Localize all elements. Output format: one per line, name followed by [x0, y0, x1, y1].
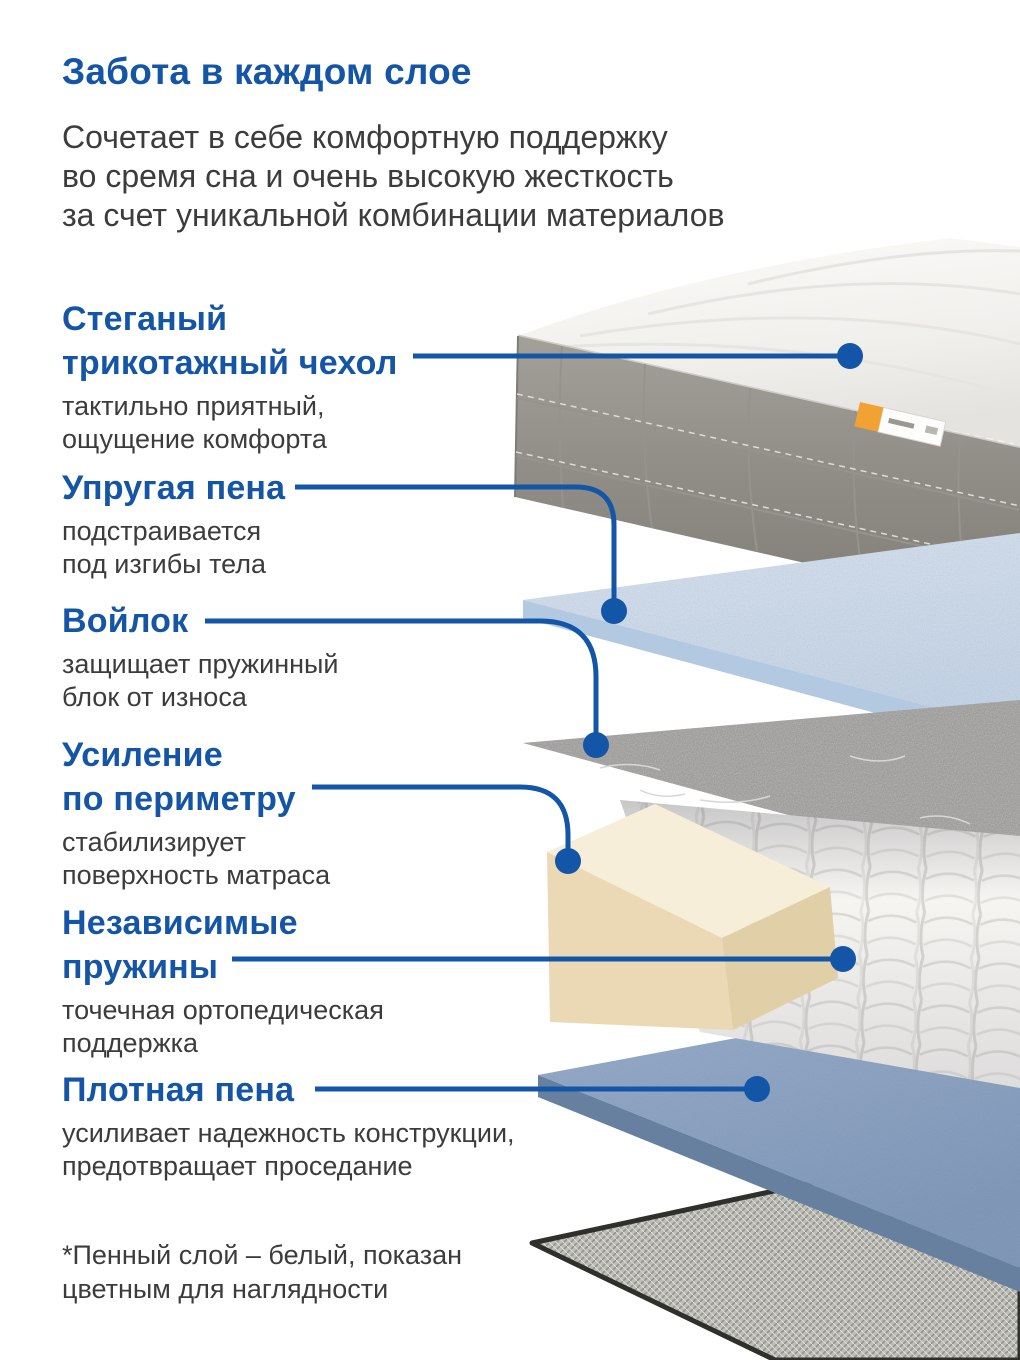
page-subtitle: Сочетает в себе комфортную поддержку во … — [62, 119, 725, 233]
layer-label-perimeter: Усиление по периметру стабилизирует пове… — [62, 733, 532, 892]
layer-label-elastic-foam: Упругая пена подстраивается под изгибы т… — [62, 466, 532, 581]
layer-label-springs-title: Независимые пружины — [62, 904, 298, 986]
connector-dots — [555, 343, 863, 1102]
dot-elastic-foam — [601, 598, 627, 624]
connector-overlay — [205, 343, 863, 1102]
mattress-side-quilting — [515, 345, 1020, 599]
layer-label-springs: Независимые пружины точечная ортопедичес… — [62, 901, 532, 1060]
layer-label-elastic-foam-title: Упругая пена — [62, 469, 286, 507]
dot-cover — [837, 343, 863, 369]
layer-label-felt-description: защищает пружинный блок от износа — [62, 649, 339, 712]
layer-label-felt: Войлок защищает пружинный блок от износа — [62, 599, 532, 714]
dot-springs — [830, 946, 856, 972]
mattress-layer — [514, 238, 1020, 612]
layer-label-felt-title: Войлок — [62, 602, 189, 640]
layer-label-springs-description: точечная ортопедическая поддержка — [62, 995, 384, 1058]
brand-tag — [854, 402, 947, 447]
connector-felt — [205, 618, 599, 733]
dot-felt — [583, 732, 609, 758]
dot-dense-foam — [744, 1076, 770, 1102]
layer-label-perimeter-description: стабилизирует поверхность матраса — [62, 827, 331, 890]
layer-label-perimeter-title: Усиление по периметру — [62, 736, 296, 818]
layer-label-cover: Стеганый трикотажный чехол тактильно при… — [62, 297, 532, 456]
mattress-top-quilting — [544, 249, 1020, 400]
footnote: *Пенный слой – белый, показан цветным дл… — [62, 1240, 463, 1304]
page-title: Забота в каждом слое — [62, 51, 472, 92]
connector-elastic-foam — [295, 484, 617, 600]
layer-label-elastic-foam-description: подстраивается под изгибы тела — [62, 516, 267, 579]
layer-label-dense-foam-title: Плотная пена — [62, 1071, 295, 1109]
connector-perimeter — [312, 784, 571, 849]
dot-perimeter — [555, 848, 581, 874]
layer-label-dense-foam: Плотная пена усиливает надежность констр… — [62, 1068, 532, 1183]
layer-label-cover-title: Стеганый трикотажный чехол — [62, 300, 398, 382]
layer-label-dense-foam-description: усиливает надежность конструкции, предот… — [62, 1118, 515, 1181]
layer-label-cover-description: тактильно приятный, ощущение комфорта — [62, 391, 327, 454]
